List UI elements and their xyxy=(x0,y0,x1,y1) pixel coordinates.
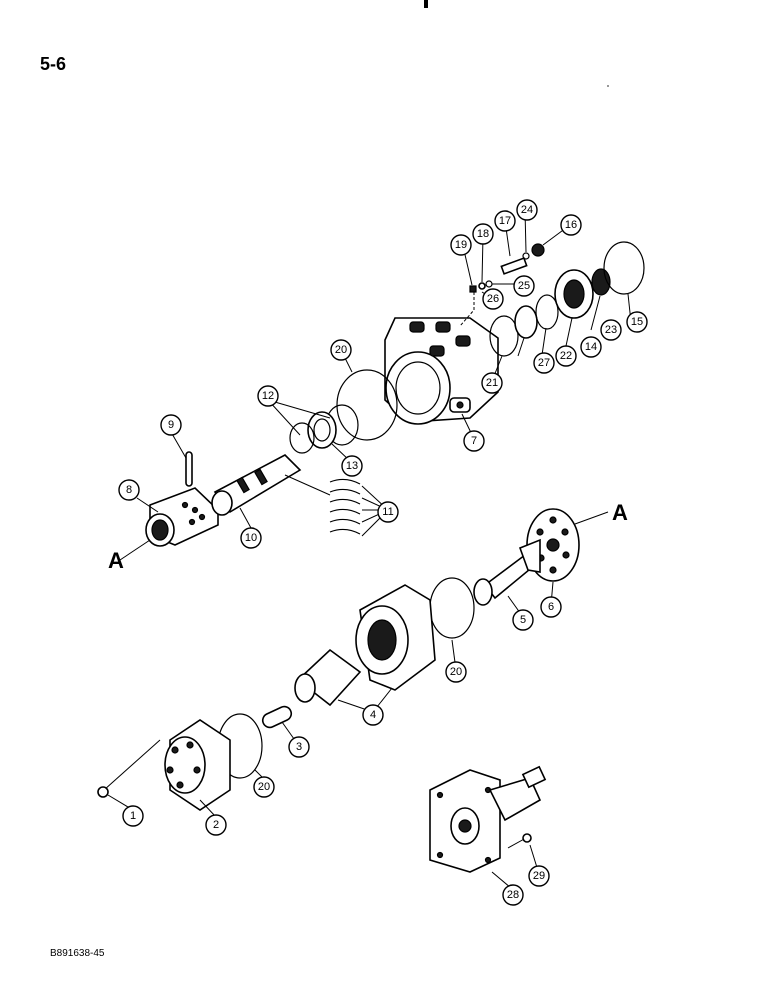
svg-text:9: 9 xyxy=(168,419,174,431)
section-mark-a-left: A xyxy=(108,548,124,573)
callout-11: 11 xyxy=(377,501,399,523)
svg-text:24: 24 xyxy=(521,204,533,216)
part-o-ring-middle xyxy=(429,577,475,639)
part-pin-9 xyxy=(185,451,193,487)
svg-text:11: 11 xyxy=(382,506,393,518)
svg-text:22: 22 xyxy=(560,350,572,362)
svg-text:12: 12 xyxy=(262,390,274,402)
part-plug-19 xyxy=(469,285,477,293)
section-mark-a-right: A xyxy=(612,500,628,525)
svg-text:1: 1 xyxy=(130,810,136,822)
svg-text:10: 10 xyxy=(245,532,257,544)
page-number: 5-6 xyxy=(40,54,67,74)
callout-20-middle: 20 xyxy=(445,661,467,683)
callout-8: 8 xyxy=(118,479,140,501)
part-seal-23 xyxy=(591,268,611,296)
callout-1: 1 xyxy=(122,805,144,827)
callout-5: 5 xyxy=(512,609,534,631)
svg-text:2: 2 xyxy=(213,819,219,831)
part-drive-shaft-5 xyxy=(473,538,541,606)
part-gerotor-4 xyxy=(294,584,436,707)
callout-16: 16 xyxy=(560,214,582,236)
part-ball-18 xyxy=(478,282,486,290)
callout-24: 24 xyxy=(516,199,538,221)
svg-text:4: 4 xyxy=(370,709,376,721)
part-plug-16 xyxy=(531,243,545,257)
callout-13: 13 xyxy=(341,455,363,477)
part-housing xyxy=(384,317,499,425)
svg-text:3: 3 xyxy=(296,741,302,753)
callout-22: 22 xyxy=(555,345,577,367)
callout-17: 17 xyxy=(494,210,516,232)
svg-text:14: 14 xyxy=(585,341,597,353)
scan-speck xyxy=(607,85,609,87)
svg-text:20: 20 xyxy=(450,666,462,678)
part-seat-17 xyxy=(500,257,528,275)
svg-text:28: 28 xyxy=(507,889,519,901)
callout-14: 14 xyxy=(580,336,602,358)
svg-text:26: 26 xyxy=(487,293,499,305)
part-cap-screw-29 xyxy=(507,833,532,849)
svg-text:20: 20 xyxy=(335,344,347,356)
part-springs-11 xyxy=(329,478,361,535)
part-gland-14 xyxy=(554,269,594,319)
part-o-ring-15 xyxy=(603,241,645,295)
callout-20-lower: 20 xyxy=(253,776,275,798)
callout-23: 23 xyxy=(600,319,622,341)
part-end-cap-2 xyxy=(164,719,231,811)
callout-20-upper: 20 xyxy=(330,339,352,361)
callout-29: 29 xyxy=(528,865,550,887)
svg-text:6: 6 xyxy=(548,601,554,613)
part-ring-27 xyxy=(514,305,538,339)
part-ring-22 xyxy=(535,294,559,330)
callout-7: 7 xyxy=(463,430,485,452)
svg-text:27: 27 xyxy=(538,357,550,369)
part-sleeve-8 xyxy=(145,487,219,547)
scan-mark xyxy=(424,0,428,8)
part-bearing-race-2 xyxy=(289,422,315,454)
figure-code: B891638-45 xyxy=(50,948,105,959)
part-thrust-bearing xyxy=(307,411,337,449)
svg-text:17: 17 xyxy=(499,215,511,227)
part-bolt-1 xyxy=(97,739,161,798)
part-o-ring-25 xyxy=(485,280,493,288)
callout-27: 27 xyxy=(533,352,555,374)
svg-text:13: 13 xyxy=(346,460,358,472)
part-o-ring-upper xyxy=(336,369,398,441)
part-spacer-3 xyxy=(261,705,293,729)
callout-21: 21 xyxy=(481,372,503,394)
callout-28: 28 xyxy=(502,884,524,906)
callout-15: 15 xyxy=(626,311,648,333)
callout-10: 10 xyxy=(240,527,262,549)
callout-3: 3 xyxy=(288,736,310,758)
callout-19: 19 xyxy=(450,234,472,256)
part-o-ring-24 xyxy=(522,252,530,260)
svg-text:19: 19 xyxy=(455,239,467,251)
svg-text:25: 25 xyxy=(518,280,530,292)
part-spool-10 xyxy=(211,454,302,516)
svg-text:23: 23 xyxy=(605,324,617,336)
part-column-mount-28 xyxy=(429,765,547,873)
callout-12: 12 xyxy=(257,385,279,407)
svg-text:15: 15 xyxy=(631,316,643,328)
callout-9: 9 xyxy=(160,414,182,436)
part-o-ring-21 xyxy=(489,315,519,357)
svg-text:20: 20 xyxy=(258,781,270,793)
callout-6: 6 xyxy=(540,596,562,618)
svg-text:7: 7 xyxy=(471,435,477,447)
svg-text:21: 21 xyxy=(486,377,498,389)
svg-text:8: 8 xyxy=(126,484,132,496)
svg-text:5: 5 xyxy=(520,614,526,626)
svg-text:16: 16 xyxy=(565,219,577,231)
callout-2: 2 xyxy=(205,814,227,836)
svg-text:29: 29 xyxy=(533,870,545,882)
callout-4: 4 xyxy=(362,704,384,726)
callout-25: 25 xyxy=(513,275,535,297)
svg-text:18: 18 xyxy=(477,228,489,240)
callout-18: 18 xyxy=(472,223,494,245)
callout-26: 26 xyxy=(482,288,504,310)
